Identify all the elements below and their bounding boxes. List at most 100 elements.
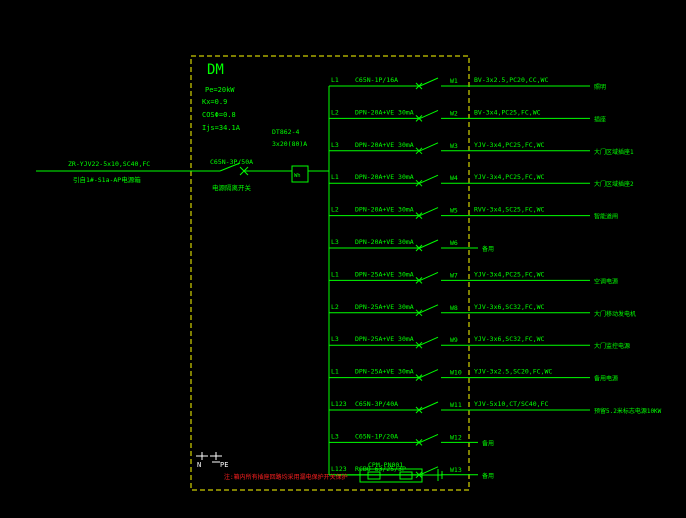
- circuit-cable-5: RVV-3x4,SC25,FC,WC: [474, 206, 545, 214]
- circuit-cable-2: BV-3x4,PC25,FC,WC: [474, 108, 541, 116]
- circuit-cable-3: YJV-3x4,PC25,FC,WC: [474, 141, 545, 149]
- circuit-id-8: W8: [450, 304, 458, 312]
- circuit-id-11: W11: [450, 401, 462, 409]
- circuit-switch-blade-8: [419, 304, 439, 314]
- circuit-switch-cross-b-3: [415, 147, 423, 155]
- circuit-switch-blade-2: [419, 109, 439, 119]
- circuit-phase-8: L2: [331, 303, 339, 311]
- circuit-id-12: W12: [450, 433, 462, 441]
- circuit-switch-blade-10: [419, 369, 439, 379]
- circuit-load-7: 空调电源: [594, 277, 618, 285]
- circuit-load-1: 照明: [594, 84, 606, 91]
- panel-note: 注:箱内所有插座回路均采用漏电保护开关保护: [224, 473, 348, 481]
- circuit-switch-blade-9: [419, 336, 439, 346]
- spd-label: CPM-PN001: [368, 461, 403, 469]
- circuit-cable-8: YJV-3x6,SC32,FC,WC: [474, 303, 545, 311]
- circuit-phase-4: L1: [331, 173, 339, 181]
- circuit-id-1: W1: [450, 77, 458, 85]
- spd-element-1: [367, 471, 381, 480]
- incoming-source: 引自1#-S1a-AP电源箱: [73, 175, 141, 184]
- circuit-id-3: W3: [450, 142, 458, 150]
- circuit-load-3: 大门区域插座1: [594, 148, 634, 156]
- circuit-switch-blade-3: [419, 142, 439, 152]
- circuit-device-10: DPN-25A+VE 30mA: [355, 368, 414, 376]
- circuit-load-8: 大门移动发电机: [594, 310, 636, 318]
- circuit-load-2: 插座: [594, 115, 606, 123]
- circuit-device-3: DPN-20A+VE 30mA: [355, 141, 414, 149]
- circuit-device-6: DPN-20A+VE 30mA: [355, 238, 414, 246]
- circuit-switch-blade-13: [419, 466, 439, 476]
- circuit-phase-6: L3: [331, 238, 339, 246]
- circuit-phase-3: L3: [331, 141, 339, 149]
- circuit-switch-cross-b-4: [415, 179, 423, 187]
- circuit-device-4: DPN-20A+VE 30mA: [355, 173, 414, 181]
- circuit-switch-blade-7: [419, 271, 439, 281]
- circuit-phase-9: L3: [331, 335, 339, 343]
- main-breaker-note: 电源隔离开关: [212, 183, 252, 192]
- ground-terminals: N PE: [196, 452, 228, 469]
- circuit-phase-10: L1: [331, 368, 339, 376]
- incoming-cable: ZR-YJV22-5x10,SC40,FC: [68, 160, 150, 168]
- circuit-load-9: 大门监控电源: [594, 342, 630, 350]
- param-kx: Kx=0.9: [202, 98, 227, 106]
- circuit-load-11: 预留5.2米标志电源10KW: [594, 407, 662, 415]
- circuit-id-13: W13: [450, 466, 462, 474]
- circuit-device-12: C65N-1P/20A: [355, 432, 398, 440]
- circuit-id-7: W7: [450, 271, 458, 279]
- circuit-switch-blade-6: [419, 239, 439, 249]
- main-breaker-blade: [219, 162, 241, 172]
- param-cos: COSΦ=0.8: [202, 111, 236, 119]
- pe-label: PE: [220, 461, 228, 469]
- circuit-cable-1: BV-3x2.5,PC20,CC,WC: [474, 76, 548, 84]
- circuit-switch-cross-b-5: [415, 212, 423, 219]
- circuit-device-7: DPN-25A+VE 30mA: [355, 270, 414, 278]
- circuit-phase-5: L2: [331, 206, 339, 214]
- circuit-switch-blade-5: [419, 207, 439, 217]
- panel-frame: [190, 55, 470, 491]
- circuit-id-4: W4: [450, 174, 458, 182]
- circuit-switch-blade-1: [419, 77, 439, 87]
- circuit-switch-cross-b-6: [415, 244, 423, 252]
- circuit-switch-blade-12: [419, 433, 439, 443]
- spd-body: [359, 468, 423, 483]
- circuit-cable-9: YJV-3x6,SC32,FC,WC: [474, 335, 545, 343]
- circuit-switch-cross-b-8: [415, 309, 423, 317]
- circuit-phase-2: L2: [331, 108, 339, 116]
- circuit-cable-4: YJV-3x4,PC25,FC,WC: [474, 173, 545, 181]
- circuit-switch-blade-11: [419, 401, 439, 411]
- circuit-id-5: W5: [450, 207, 458, 215]
- meter-model: DT862-4: [272, 128, 299, 136]
- circuit-id-6: W6: [450, 239, 458, 247]
- circuit-id-10: W10: [450, 369, 462, 377]
- circuit-device-9: DPN-25A+VE 30mA: [355, 335, 414, 343]
- circuit-device-11: C65N-3P/40A: [355, 400, 398, 408]
- panel-name: DM: [207, 62, 224, 78]
- circuit-switch-blade-4: [419, 174, 439, 184]
- circuit-phase-12: L3: [331, 432, 339, 440]
- circuit-load-12: 备用: [482, 439, 494, 447]
- circuit-switch-cross-b-9: [415, 341, 423, 349]
- param-ijs: Ijs=34.1A: [202, 124, 241, 132]
- circuit-load-6: 备用: [482, 245, 494, 253]
- panel-params: Pe=20kW Kx=0.9 COSΦ=0.8 Ijs=34.1A: [202, 86, 241, 132]
- circuit-load-10: 备用电源: [594, 375, 618, 383]
- circuit-cable-10: YJV-3x2.5,SC20,FC,WC: [474, 368, 552, 376]
- n-label: N: [197, 461, 201, 469]
- circuit-phase-1: L1: [331, 76, 339, 84]
- spd-element-2: [399, 471, 413, 480]
- circuit-device-8: DPN-25A+VE 30mA: [355, 303, 414, 311]
- circuit-cable-11: YJV-5x10,CT/SC40,FC: [474, 400, 548, 408]
- meter-rating: 3x20(80)A: [272, 140, 307, 148]
- circuit-device-1: C65N-1P/16A: [355, 76, 398, 84]
- circuit-switch-cross-b-12: [415, 439, 423, 446]
- circuit-switch-cross-b-7: [415, 277, 423, 284]
- main-breaker-model: C65N-3P/50A: [210, 158, 253, 166]
- circuit-phase-13: L123: [331, 465, 347, 473]
- circuit-switch-cross-b-10: [415, 374, 423, 381]
- energy-meter: [291, 165, 309, 183]
- circuit-device-5: DPN-20A+VE 30mA: [355, 206, 414, 214]
- circuit-switch-cross-b-2: [415, 115, 423, 122]
